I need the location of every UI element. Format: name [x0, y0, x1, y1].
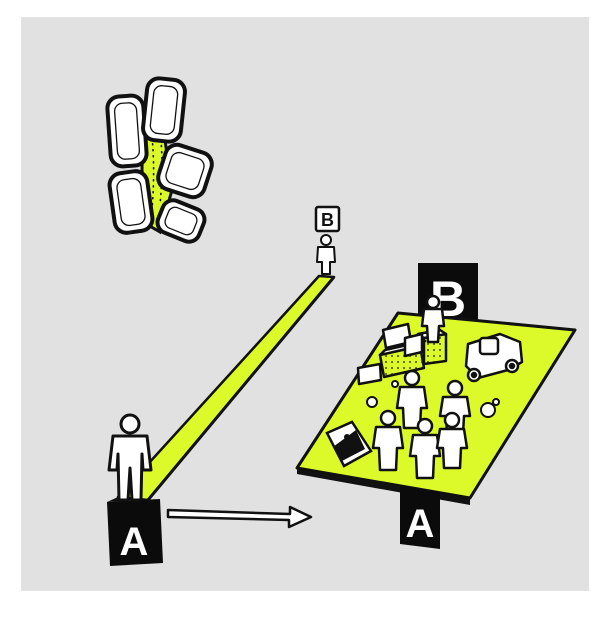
person-icon: [420, 294, 446, 344]
pebble-2: [141, 76, 187, 144]
vehicle-icon: [464, 332, 524, 383]
ball-group: [366, 380, 500, 418]
pebble-3: [107, 169, 155, 235]
pebble-5: [155, 198, 207, 244]
label-block-b-left: B: [314, 205, 341, 233]
label-block-a-right: A: [400, 486, 440, 549]
pebble-1: [105, 93, 149, 169]
arrow-right-icon: [166, 505, 313, 529]
label-block-a-left: A: [107, 497, 163, 566]
wide-plaza-diagram: B: [295, 263, 577, 549]
person-icon: [435, 411, 469, 470]
people-group: [371, 294, 472, 480]
label-b-left: B: [321, 210, 334, 230]
label-a-right: A: [406, 502, 435, 546]
furniture-block-icon: [356, 322, 448, 386]
person-icon: [316, 234, 336, 275]
person-icon: [107, 413, 153, 502]
person-icon: [371, 409, 405, 472]
narrow-path-diagram: A B: [107, 205, 341, 566]
mat-icon: [325, 420, 373, 468]
person-icon: [408, 417, 442, 480]
label-a-left: A: [120, 520, 149, 564]
pebble-cluster-icon: [105, 76, 214, 244]
